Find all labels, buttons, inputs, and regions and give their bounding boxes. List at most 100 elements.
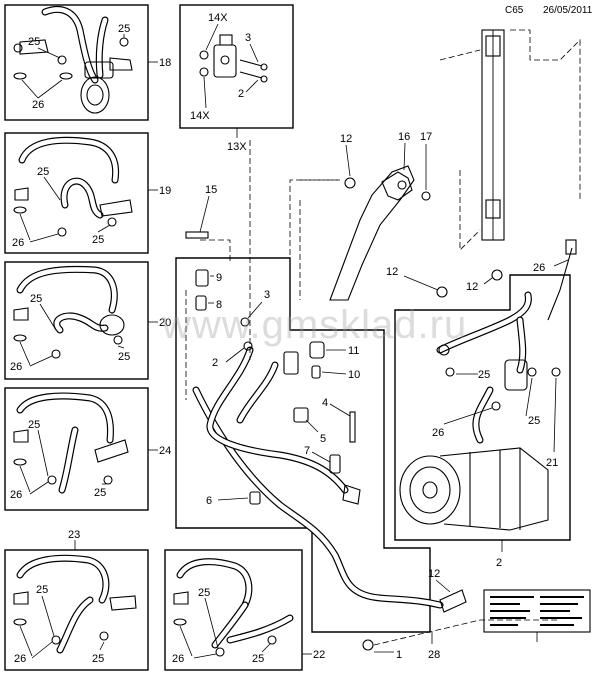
callout-25: 25 [118, 351, 130, 363]
inset-20-frame [4, 261, 149, 380]
o-ring-25n [551, 367, 561, 377]
nut-12a [344, 177, 356, 189]
compressor-frame [394, 274, 571, 541]
callout-2: 2 [212, 357, 218, 369]
bracket-assembly: 12 16 17 [300, 131, 432, 301]
callout-25: 25 [36, 584, 48, 596]
callout-25: 25 [92, 653, 104, 665]
callout-6: 6 [206, 495, 212, 507]
callout-21: 2 [496, 557, 502, 569]
o-ring-2 [243, 341, 253, 351]
mounting-bracket-16 [329, 165, 415, 301]
o-ring-25e [51, 349, 61, 359]
callout-26: 25 [528, 415, 540, 427]
pressure-switch-5 [293, 407, 309, 423]
callout-25: 25 [30, 293, 42, 305]
callout-22: 22 [313, 649, 325, 661]
callout-26: 26 [32, 99, 44, 111]
callout-26: 25 [478, 369, 490, 381]
callout-12: 12 [386, 266, 398, 278]
callout-25: 25 [252, 653, 264, 665]
callout-20: 20 [159, 317, 171, 329]
callout-3: 3 [264, 289, 270, 301]
callout-25: 21 [546, 457, 558, 469]
inset-18: 25 25 26 18 [4, 4, 171, 121]
inset-13x-frame [179, 4, 294, 129]
inset-24: 25 26 25 24 [4, 387, 171, 511]
inset-19: 25 26 25 19 [4, 132, 171, 254]
nut-12d [362, 639, 374, 651]
o-ring-14x [199, 67, 209, 77]
inset-22-frame [164, 549, 303, 671]
liquid-line-labels: 12 1 28 [362, 568, 560, 661]
clip-6 [249, 491, 261, 505]
o-ring-25h [103, 475, 113, 485]
o-ring-25a [57, 55, 67, 65]
cap-9 [195, 269, 209, 287]
inset-20: 25 26 25 20 [4, 261, 171, 380]
page-code: C65 [505, 5, 524, 16]
liquid-line-1 [192, 386, 444, 609]
sensor-4 [349, 411, 356, 443]
bolt-17 [421, 191, 431, 201]
callout-27: 26 [533, 262, 545, 274]
callout-25: 25 [92, 234, 104, 246]
callout-4: 4 [322, 397, 328, 409]
callout-9: 9 [216, 272, 222, 284]
o-ring-25b [119, 37, 129, 47]
page-date: 26/05/2011 [543, 5, 593, 16]
callout-12: 12 [340, 133, 352, 145]
callout-25: 25 [198, 587, 210, 599]
callout-8: 8 [216, 299, 222, 311]
compressor-assembly: 26 12 12 25 26 25 21 2 [386, 239, 577, 569]
refrigerant-label-28 [483, 589, 591, 642]
callout-25: 25 [118, 23, 130, 35]
cap-11 [309, 341, 325, 359]
callout-12: 12 [466, 281, 478, 293]
callout-25: 25 [28, 36, 40, 48]
callout-15: 15 [205, 184, 217, 196]
seal-26a [13, 72, 27, 80]
o-ring-25j [99, 631, 109, 641]
callout-13x: 13X [227, 141, 247, 153]
nut-12b [436, 286, 448, 298]
inset-13x: 14X 3 2 14X 13X [179, 4, 294, 153]
seal-26c [13, 334, 27, 342]
callout-5: 5 [320, 433, 326, 445]
clip-7 [329, 454, 341, 474]
seal-26a2 [59, 72, 73, 80]
callout-26: 26 [14, 653, 26, 665]
callout-2: 12 [428, 568, 440, 580]
pipe-27 [547, 247, 573, 321]
callout-25: 25 [37, 166, 49, 178]
o-ring-25m [491, 401, 501, 411]
compressor-pulley [399, 455, 461, 525]
inset-18-frame [4, 4, 149, 121]
o-ring-25i [51, 635, 61, 645]
callout-14x: 14X [190, 110, 210, 122]
callout-2: 2 [238, 88, 244, 100]
inset-19-frame [4, 132, 149, 254]
nut-12c [491, 269, 503, 281]
callout-25: 25 [28, 419, 40, 431]
callout-26: 26 [10, 361, 22, 373]
callout-10: 10 [348, 369, 360, 381]
inset-22: 25 26 25 22 [164, 549, 325, 671]
watermark: www.gmsklad.ru [161, 303, 467, 347]
o-ring-25f [113, 335, 123, 345]
inset-23: 23 25 26 25 [4, 529, 149, 671]
callout-3: 3 [245, 32, 251, 44]
o-ring-25l [267, 635, 277, 645]
fitting-block-18 [80, 76, 110, 114]
callout-19: 19 [159, 185, 171, 197]
condenser [299, 29, 581, 300]
o-ring-14x [199, 50, 209, 60]
valve-10 [311, 365, 321, 379]
inset-23-frame [4, 549, 149, 671]
main-hose-frame [175, 257, 431, 633]
compressor-body [439, 447, 549, 531]
o-ring-25d [107, 217, 117, 227]
callout-24: 24 [159, 445, 171, 457]
callout-7: 7 [304, 445, 310, 457]
